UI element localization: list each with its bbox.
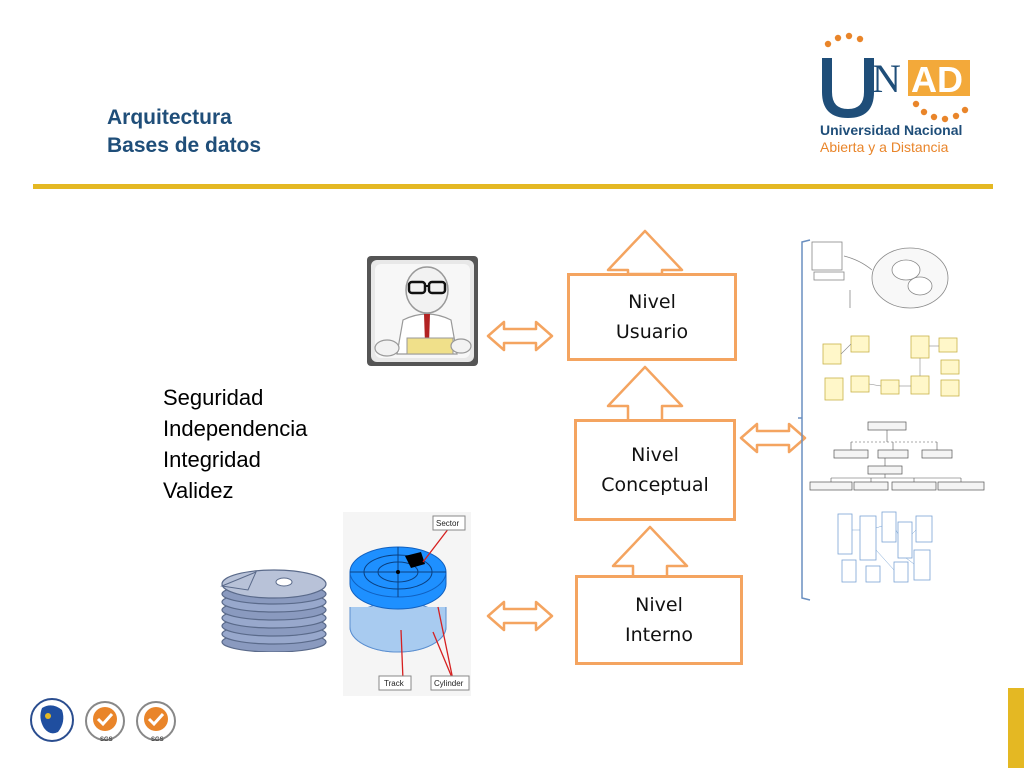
- slide-title: Arquitectura Bases de datos: [107, 104, 261, 160]
- models-bracket: [798, 239, 811, 601]
- logo-line-1: Universidad Nacional: [820, 122, 963, 138]
- double-arrow-interno-icon: [486, 600, 554, 632]
- sgs-label-1: SGS: [100, 737, 113, 743]
- level-conceptual-line1: Nivel: [631, 444, 679, 466]
- level-usuario-line1: Nivel: [628, 291, 676, 313]
- hierarchy-diagram-icon: [809, 421, 985, 491]
- title-line-1: Arquitectura: [107, 106, 232, 129]
- colombia-seal-icon: [30, 698, 74, 742]
- features-list: Seguridad Independencia Integridad Valid…: [163, 382, 307, 506]
- up-arrow-usuario-icon: [606, 229, 684, 276]
- unad-logo: N AD Universidad Nacional Abierta y a Di…: [812, 30, 1002, 165]
- level-interno-line1: Nivel: [635, 594, 683, 616]
- relational-schema-icon: [837, 511, 933, 583]
- logo-line-2: Abierta y a Distancia: [820, 139, 949, 155]
- double-arrow-usuario-icon: [486, 320, 554, 352]
- level-interno-line2: Interno: [625, 624, 693, 646]
- er-diagram-sketch-icon: [811, 241, 949, 309]
- level-conceptual-box: Nivel Conceptual: [574, 419, 736, 521]
- level-usuario-box: Nivel Usuario: [567, 273, 737, 361]
- disk-platter-stack-icon: [220, 569, 327, 652]
- disk-structure-diagram: Sector Track Cylinder: [343, 512, 471, 696]
- unad-logo-mark: N AD: [822, 32, 970, 123]
- up-arrow-conceptual-icon: [606, 365, 684, 424]
- model-thumbnail-3: [808, 420, 988, 492]
- disk-cylinder-icon: Sector Track Cylinder: [343, 512, 471, 696]
- model-thumbnail-4: [836, 510, 936, 586]
- cylinder-label: Cylinder: [434, 679, 464, 688]
- level-usuario-line2: Usuario: [615, 321, 689, 343]
- title-line-2: Bases de datos: [107, 134, 262, 157]
- feature-item: Integridad: [163, 447, 261, 472]
- feature-item: Validez: [163, 478, 234, 503]
- svg-text:AD: AD: [911, 59, 963, 100]
- level-conceptual-line2: Conceptual: [601, 474, 709, 496]
- class-diagram-icon: [822, 335, 960, 401]
- header-rule: [33, 184, 993, 189]
- up-arrow-interno-icon: [611, 525, 689, 580]
- level-interno-box: Nivel Interno: [575, 575, 743, 665]
- model-thumbnail-1: [810, 240, 950, 316]
- logo-n: N: [872, 56, 901, 101]
- sgs-label-2: SGS: [151, 737, 164, 743]
- user-illustration: [367, 256, 478, 366]
- feature-item: Seguridad: [163, 385, 264, 410]
- person-at-computer-icon: [371, 260, 474, 362]
- footer-accent-bar: [1008, 688, 1024, 768]
- feature-item: Independencia: [163, 416, 308, 441]
- model-thumbnail-2: [815, 330, 965, 416]
- sgs-certification-badge-1-icon: SGS: [85, 701, 125, 743]
- track-label: Track: [384, 679, 405, 688]
- sgs-certification-badge-2-icon: SGS: [136, 701, 176, 743]
- double-arrow-conceptual-icon: [739, 422, 807, 454]
- sector-label: Sector: [436, 519, 459, 528]
